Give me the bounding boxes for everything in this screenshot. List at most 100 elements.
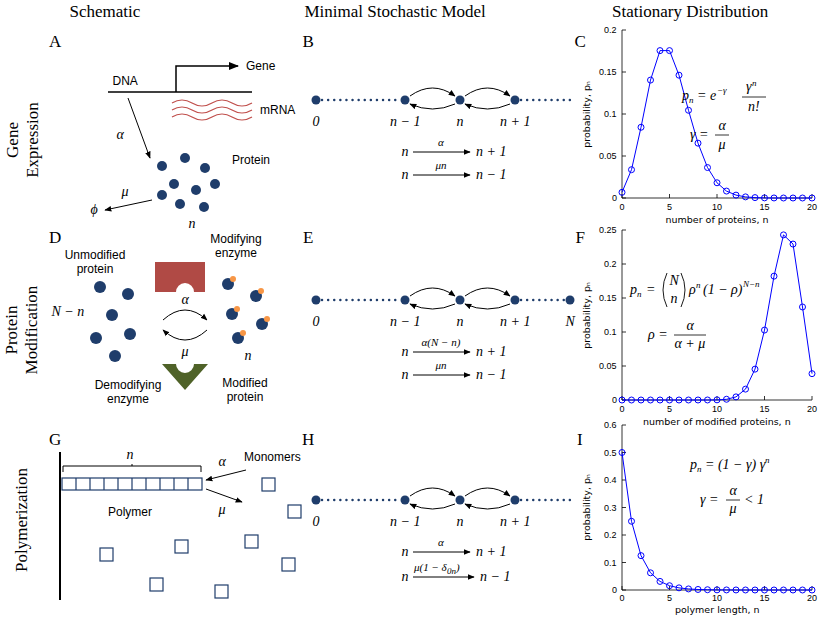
data-marker bbox=[733, 587, 739, 593]
math-symbol: 0 bbox=[313, 114, 320, 130]
tick-mark bbox=[622, 507, 626, 508]
tick-label: 0 bbox=[620, 593, 625, 603]
rate-label: α bbox=[438, 136, 444, 148]
axis-label: number of proteins, n bbox=[666, 214, 769, 225]
data-marker bbox=[771, 273, 777, 279]
tick-label: 0.25 bbox=[599, 225, 617, 235]
math-symbol: n bbox=[402, 544, 409, 560]
drawing-part bbox=[169, 179, 179, 189]
data-marker bbox=[667, 48, 673, 54]
data-marker bbox=[714, 587, 720, 593]
tick-mark bbox=[622, 535, 626, 536]
drawing-part bbox=[176, 66, 238, 92]
math-symbol: α bbox=[719, 118, 726, 134]
drawing-part bbox=[681, 273, 685, 307]
data-marker bbox=[638, 124, 644, 130]
rate-label: μ(1 − δ bbox=[414, 561, 447, 573]
tick-label: 20 bbox=[807, 404, 817, 414]
panel-letter: H bbox=[302, 430, 314, 450]
data-marker bbox=[705, 165, 711, 171]
tick-label: 0 bbox=[612, 395, 617, 405]
math-symbol: γ = bbox=[700, 492, 718, 508]
math-symbol: (1 − ρ) bbox=[703, 282, 743, 298]
state-dot bbox=[456, 296, 465, 305]
math-symbol: n! bbox=[748, 99, 760, 115]
drawing-part bbox=[128, 98, 150, 158]
drawing-part bbox=[94, 281, 106, 293]
data-marker bbox=[809, 371, 815, 377]
polymerization-schematic bbox=[60, 452, 301, 600]
data-marker bbox=[771, 195, 777, 201]
drawing-part bbox=[90, 332, 102, 344]
math-symbol: n + 1 bbox=[476, 544, 506, 560]
math-symbol: n − 1 bbox=[390, 114, 420, 130]
distribution-line bbox=[622, 235, 812, 400]
tick-mark bbox=[622, 586, 623, 590]
data-marker bbox=[809, 195, 815, 201]
drawing-part bbox=[215, 585, 228, 598]
drawing-part bbox=[172, 107, 252, 113]
math-symbol: n bbox=[457, 514, 464, 530]
data-marker bbox=[676, 397, 682, 403]
data-marker bbox=[667, 583, 673, 589]
data-marker bbox=[724, 587, 730, 593]
data-marker bbox=[695, 397, 701, 403]
math-script: −γ bbox=[717, 85, 727, 95]
backward-transition bbox=[465, 104, 510, 109]
data-marker bbox=[705, 587, 711, 593]
backward-transition bbox=[410, 104, 455, 109]
math-symbol: < 1 bbox=[744, 492, 764, 508]
data-marker bbox=[648, 397, 654, 403]
forward-transition bbox=[410, 88, 455, 96]
math-symbol: n + 1 bbox=[476, 144, 506, 160]
panel-letter: C bbox=[575, 32, 586, 52]
drawing-part bbox=[175, 540, 188, 553]
tick-label: 0.2 bbox=[604, 259, 617, 269]
math-symbol: α bbox=[219, 454, 226, 470]
tick-mark bbox=[764, 396, 765, 400]
data-marker bbox=[686, 586, 692, 592]
tick-label: 0.2 bbox=[604, 530, 617, 540]
data-marker bbox=[762, 587, 768, 593]
math-symbol: n + 1 bbox=[500, 314, 530, 330]
tick-label: 0 bbox=[612, 585, 617, 595]
drawing-part bbox=[206, 470, 246, 480]
math-symbol: n + 1 bbox=[476, 344, 506, 360]
math-symbol: α bbox=[117, 127, 124, 143]
math-symbol: = (1 − γ) γ bbox=[705, 457, 765, 473]
tick-label: 10 bbox=[712, 404, 722, 414]
ellipsis-dots bbox=[322, 99, 399, 101]
column-header: Schematic bbox=[70, 2, 141, 22]
rate-label: α bbox=[438, 536, 444, 548]
tick-label: 0.1 bbox=[604, 558, 617, 568]
data-marker bbox=[638, 397, 644, 403]
drawing-part bbox=[262, 478, 275, 491]
math-symbol: ρ bbox=[689, 282, 696, 298]
tick-label: 0.3 bbox=[604, 503, 617, 513]
state-dot bbox=[401, 96, 410, 105]
math-symbol: n bbox=[245, 348, 252, 364]
drawing-part bbox=[62, 478, 202, 490]
tick-label: 0.2 bbox=[604, 25, 617, 35]
drawing-part bbox=[175, 199, 185, 209]
math-symbol: μ bbox=[730, 501, 737, 517]
drawing-part bbox=[172, 100, 252, 106]
math-symbol: μ bbox=[719, 137, 726, 153]
tick-mark bbox=[622, 30, 626, 31]
panel-letter: A bbox=[49, 32, 61, 52]
annotation: mRNA bbox=[260, 103, 295, 117]
drawing-part bbox=[258, 288, 264, 294]
math-symbol: n − 1 bbox=[390, 314, 420, 330]
math-symbol: n bbox=[402, 569, 409, 585]
state-dot bbox=[456, 496, 465, 505]
rate-label: μn bbox=[436, 359, 447, 371]
axis-label: probability, pₙ bbox=[580, 474, 591, 541]
state-dot bbox=[566, 296, 575, 305]
drawing-part bbox=[59, 452, 61, 600]
panel-letter: E bbox=[303, 228, 313, 248]
data-marker bbox=[695, 586, 701, 592]
reaction-arrow bbox=[413, 375, 470, 376]
distribution-line bbox=[622, 51, 812, 198]
forward-transition bbox=[465, 288, 510, 296]
gene-expression-schematic bbox=[105, 66, 252, 212]
